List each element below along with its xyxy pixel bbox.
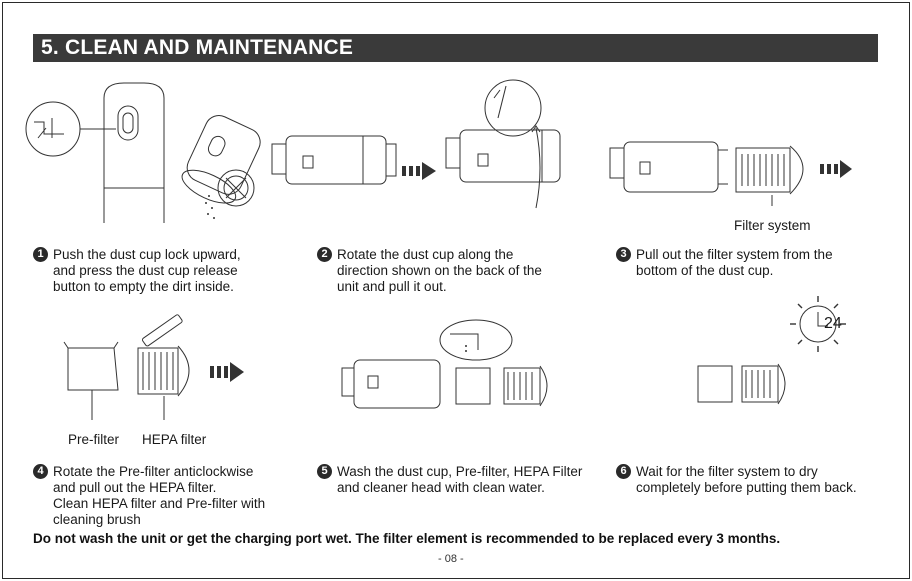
section-title: 5. CLEAN AND MAINTENANCE — [41, 36, 354, 59]
warning-note: Do not wash the unit or get the charging… — [33, 531, 781, 546]
illustration-dry-filters — [697, 296, 846, 405]
step-4-text: Rotate the Pre-filter anticlockwise and … — [53, 464, 266, 527]
hepa-filter-label: HEPA filter — [142, 432, 207, 447]
step-2-text: Rotate the dust cup along the direction … — [337, 247, 542, 294]
step-4: 4 Rotate the Pre-filter anticlockwise an… — [33, 464, 265, 528]
section-title-bar: 5. CLEAN AND MAINTENANCE — [33, 34, 878, 62]
illustration-empty-dust-cup — [25, 82, 261, 223]
page-number: - 08 - — [438, 553, 464, 565]
step-5: 5 Wash the dust cup, Pre-filter, HEPA Fi… — [317, 464, 582, 496]
pre-filter-label: Pre-filter — [68, 432, 120, 447]
step-1-text: Push the dust cup lock upward, and press… — [53, 247, 241, 294]
step-5-number: 5 — [317, 464, 332, 479]
step-6-number: 6 — [616, 464, 631, 479]
step-6-text: Wait for the filter system to dry comple… — [636, 464, 857, 495]
illustration-separate-filters — [63, 314, 244, 420]
illustration-pull-filter-system — [609, 141, 852, 206]
illustration-remove-dust-cup — [271, 79, 561, 209]
step-2-number: 2 — [317, 247, 332, 262]
dry-hours-label: 24 — [824, 315, 842, 332]
step-5-text: Wash the dust cup, Pre-filter, HEPA Filt… — [337, 464, 583, 495]
step-3-text: Pull out the filter system from the bott… — [636, 247, 833, 278]
step-1: 1 Push the dust cup lock upward, and pre… — [33, 247, 241, 295]
step-2: 2 Rotate the dust cup along the directio… — [317, 247, 542, 295]
filter-system-label: Filter system — [734, 218, 811, 233]
illustration-wash-parts — [341, 319, 548, 409]
step-3: 3 Pull out the filter system from the bo… — [616, 247, 833, 279]
step-6: 6 Wait for the filter system to dry comp… — [616, 464, 857, 496]
step-1-number: 1 — [33, 247, 48, 262]
step-3-number: 3 — [616, 247, 631, 262]
step-4-number: 4 — [33, 464, 48, 479]
